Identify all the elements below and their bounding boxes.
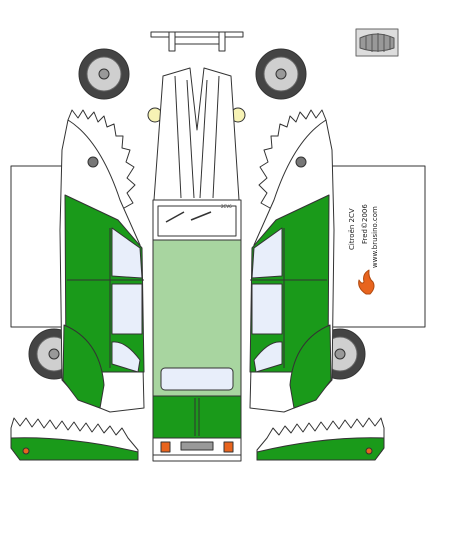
flame-logo-icon [358,269,375,295]
left-fender-piece [10,417,139,461]
left-side-panel [59,109,145,413]
right-fender-piece [256,417,385,461]
wheel-icon [78,48,130,100]
hood-label: 2CV6 [221,204,232,209]
central-body-strip [152,67,242,462]
model-name-label: Citroën 2CV [348,208,356,250]
windshield-wiper-icon [165,211,212,223]
left-fold-tab [10,165,68,328]
right-side-panel [249,109,335,413]
front-grille-icon [355,28,399,57]
website-label: www.brusino.com [371,206,379,268]
wheel-icon [255,48,307,100]
bumper-piece [150,31,244,52]
right-fold-tab [328,165,426,328]
author-credit-label: Fred©2006 [361,204,369,244]
